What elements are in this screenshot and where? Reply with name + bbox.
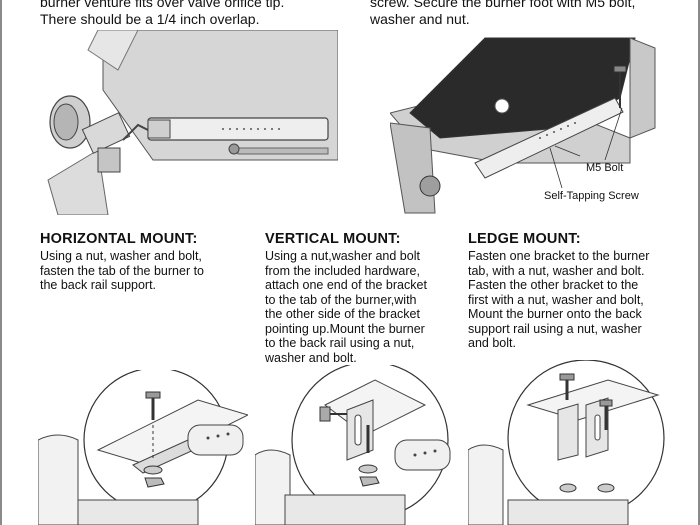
text-line: fasten the tab of the burner to <box>40 263 205 278</box>
top-right-line-1: screw. Secure the burner foot with M5 bo… <box>370 0 636 10</box>
top-right-instruction: screw. Secure the burner foot with M5 bo… <box>370 0 635 28</box>
vertical-mount-title: VERTICAL MOUNT: <box>265 231 401 247</box>
m5-bolt-label: M5 Bolt <box>586 162 624 174</box>
horizontal-mount-section: HORIZONTAL MOUNT: Using a nut, washer an… <box>40 231 255 293</box>
text-line: attach one end of the bracket <box>265 278 427 292</box>
ledge-mount-section: LEDGE MOUNT: Fasten one bracket to the b… <box>468 231 693 351</box>
vertical-mount-section: VERTICAL MOUNT: Using a nut,washer and b… <box>265 231 470 365</box>
top-left-line-1: burner venture fits over valve orifice t… <box>40 0 285 10</box>
vertical-mount-illustration <box>255 365 451 525</box>
top-left-line-2: There should be a 1/4 inch overlap. <box>40 11 260 27</box>
text-line: the back rail support. <box>40 278 157 292</box>
text-line: washer and bolt. <box>265 350 357 365</box>
top-left-instruction: burner venture fits over valve orifice t… <box>40 0 284 28</box>
text-line: the other side of the bracket <box>265 307 420 321</box>
ledge-mount-illustration <box>468 360 665 525</box>
text-line: Using a nut, washer and bolt, <box>40 249 202 263</box>
text-line: to the tab of the burner,with <box>265 292 417 307</box>
text-line: support rail using a nut, washer <box>468 321 642 336</box>
vertical-mount-text: Using a nut,washer and bolt from the inc… <box>265 249 470 365</box>
top-right-line-2: washer and nut. <box>370 11 470 27</box>
text-line: pointing up.Mount the burner <box>265 321 425 336</box>
text-line: from the included hardware, <box>265 263 420 278</box>
text-line: to the back rail using a nut, <box>265 336 415 350</box>
horizontal-mount-illustration <box>38 370 248 525</box>
text-line: first with a nut, washer and bolt, <box>468 292 644 307</box>
self-tapping-screw-label: Self-Tapping Screw <box>544 190 639 202</box>
text-line: tab, with a nut, washer and bolt. <box>468 263 645 278</box>
valve-burner-illustration <box>47 30 338 215</box>
ledge-mount-title: LEDGE MOUNT: <box>468 231 581 247</box>
ledge-mount-text: Fasten one bracket to the burner tab, wi… <box>468 249 693 351</box>
burner-box-illustration <box>390 37 656 214</box>
text-line: Fasten one bracket to the burner <box>468 249 650 263</box>
text-line: Fasten the other bracket to the <box>468 278 639 292</box>
text-line: Using a nut,washer and bolt <box>265 249 420 263</box>
horizontal-mount-text: Using a nut, washer and bolt, fasten the… <box>40 249 255 293</box>
text-line: and bolt. <box>468 336 516 350</box>
horizontal-mount-title: HORIZONTAL MOUNT: <box>40 231 198 247</box>
text-line: Mount the burner onto the back <box>468 307 642 321</box>
